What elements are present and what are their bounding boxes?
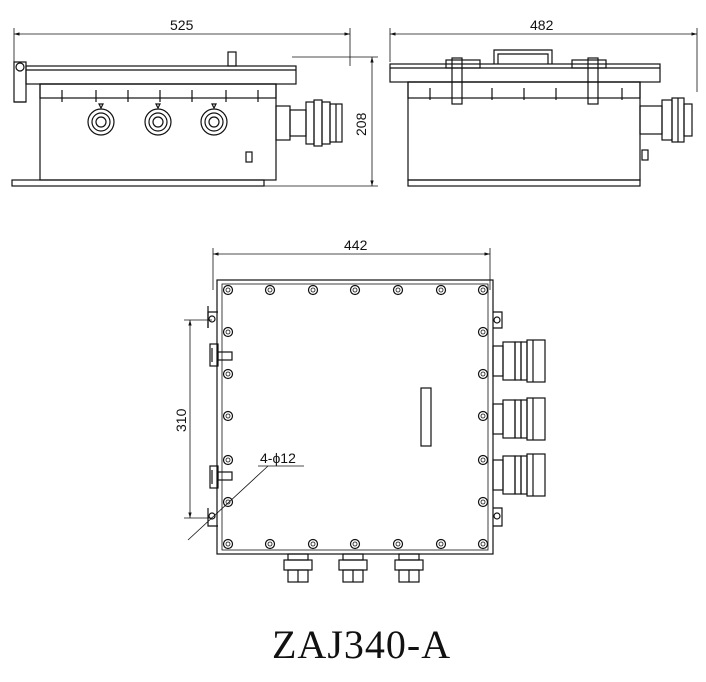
bottom-gland-2	[338, 553, 368, 583]
front-width-label: 525	[170, 17, 194, 33]
model-title: ZAJ340-A	[272, 622, 451, 667]
side-view-connector	[639, 97, 693, 143]
cable-gland-3	[200, 103, 228, 136]
top-view: 442 310	[173, 237, 546, 583]
front-view: 525 208	[11, 17, 378, 187]
right-connector-2	[492, 397, 546, 441]
right-connector-3	[492, 453, 546, 497]
side-view: 482	[389, 17, 698, 187]
top-width-label: 442	[344, 237, 368, 253]
bottom-gland-1	[283, 553, 313, 583]
left-hinge-upper	[209, 343, 233, 367]
top-height-label: 310	[173, 408, 189, 432]
side-width-label: 482	[530, 17, 554, 33]
left-hinge-lower	[209, 465, 233, 489]
bottom-gland-3	[394, 553, 424, 583]
front-height-label: 208	[353, 112, 369, 136]
lid-bolts	[222, 284, 489, 550]
cable-gland-2	[144, 103, 172, 136]
cable-gland-1	[87, 103, 115, 136]
hole-spec-label: 4-ϕ12	[260, 450, 296, 466]
right-connector-1	[492, 339, 546, 383]
side-connector	[275, 99, 343, 147]
